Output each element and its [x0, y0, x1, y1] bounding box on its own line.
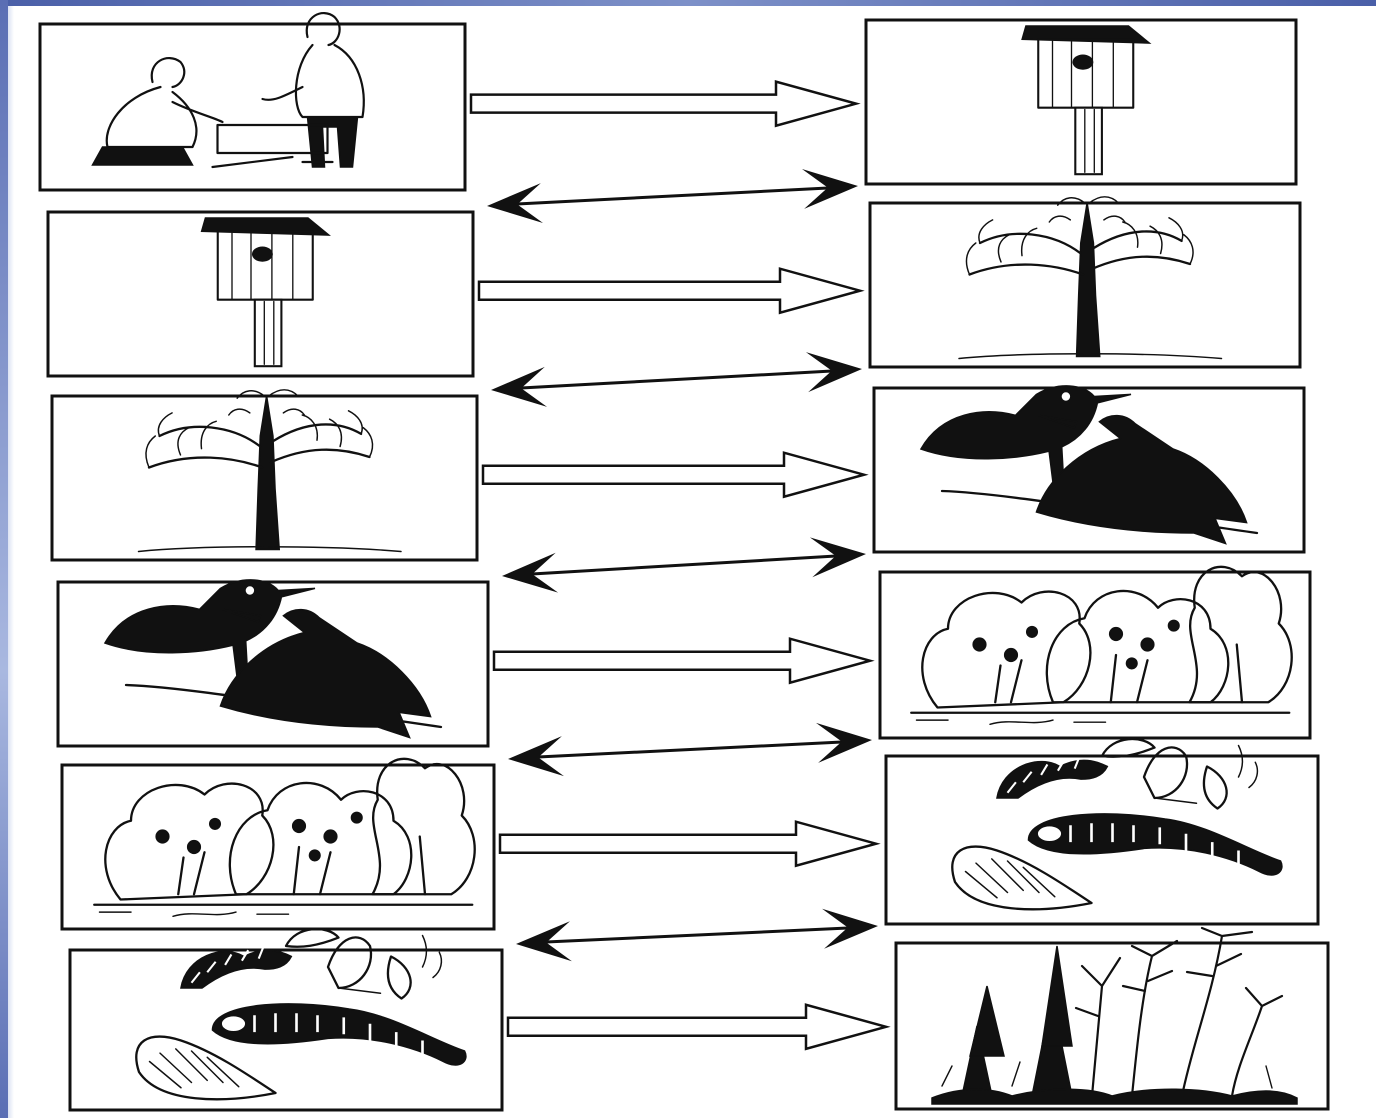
card-right-2 — [870, 197, 1300, 367]
card-right-3 — [874, 386, 1304, 552]
hollow-arrow-row-5 — [500, 822, 876, 866]
card-left-4 — [58, 580, 488, 746]
card-right-1 — [866, 20, 1296, 184]
double-arrow-1 — [487, 169, 858, 223]
hollow-arrow-row-4 — [494, 639, 870, 683]
double-arrow-2 — [491, 352, 862, 407]
card-right-4 — [880, 567, 1310, 738]
card-right-5 — [886, 739, 1318, 924]
double-arrow-5 — [516, 909, 878, 961]
card-left-1 — [40, 13, 465, 190]
hollow-arrow-row-1 — [471, 82, 856, 126]
hollow-arrow-row-6 — [508, 1005, 886, 1049]
card-left-5 — [62, 759, 494, 929]
double-arrow-3 — [502, 537, 866, 592]
card-left-6 — [70, 929, 502, 1110]
double-arrow-4 — [508, 723, 872, 776]
arrows-layer — [471, 82, 886, 1049]
card-right-6 — [896, 928, 1328, 1109]
card-left-2 — [48, 212, 473, 376]
hollow-arrow-row-2 — [479, 269, 860, 313]
cards-layer — [40, 13, 1328, 1110]
hollow-arrow-row-3 — [483, 453, 864, 497]
card-left-3 — [52, 390, 477, 560]
